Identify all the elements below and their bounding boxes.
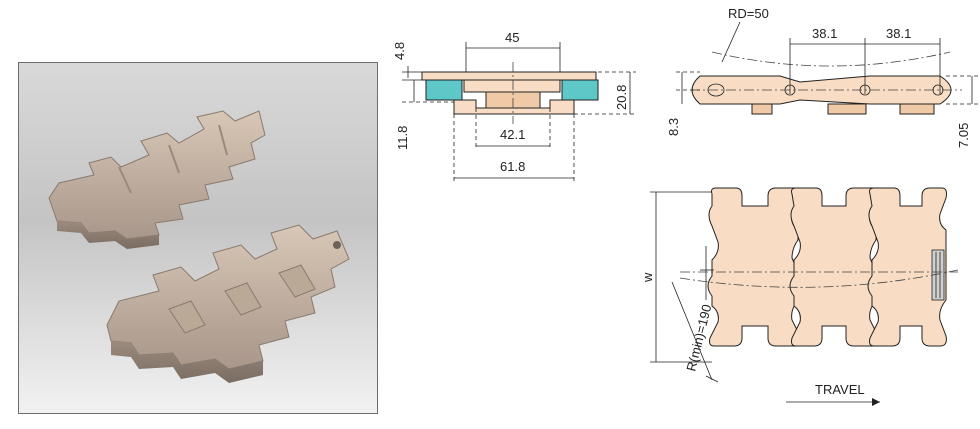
dim-width: w bbox=[640, 272, 655, 283]
plan-view: w R(min)=190 TRAVEL bbox=[640, 187, 959, 406]
dim-pitch-1: 38.1 bbox=[812, 26, 837, 41]
left-insert bbox=[425, 79, 463, 101]
upper-chain-segment bbox=[48, 110, 266, 249]
dim-top-width: 45 bbox=[505, 30, 519, 45]
plan-link-1 bbox=[707, 187, 801, 347]
chain-photo bbox=[18, 62, 378, 414]
lower-chain-segment bbox=[106, 224, 350, 383]
travel-arrow-head-icon bbox=[872, 398, 880, 406]
chain-photo-icon bbox=[48, 110, 350, 383]
dim-bend-radius: RD=50 bbox=[728, 6, 769, 21]
dim-top-thickness: 4.8 bbox=[392, 42, 407, 60]
right-insert bbox=[561, 79, 599, 101]
travel-label: TRAVEL bbox=[815, 382, 865, 397]
dim-pitch-2: 38.1 bbox=[886, 26, 911, 41]
cross-section-view: 45 4.8 11.8 20.8 42.1 61.8 bbox=[392, 30, 636, 182]
dim-total-width: 61.8 bbox=[500, 159, 525, 174]
plan-link-2 bbox=[789, 187, 879, 347]
dim-inner-width: 42.1 bbox=[500, 127, 525, 142]
plan-link-3 bbox=[867, 187, 947, 347]
dim-pin-height: 8.3 bbox=[666, 118, 681, 136]
dim-right: 7.05 bbox=[956, 123, 971, 148]
side-view: RD=50 38.1 38.1 8.3 7.05 bbox=[666, 6, 978, 148]
dim-body: 11.8 bbox=[395, 126, 410, 150]
dim-height: 20.8 bbox=[614, 85, 629, 110]
